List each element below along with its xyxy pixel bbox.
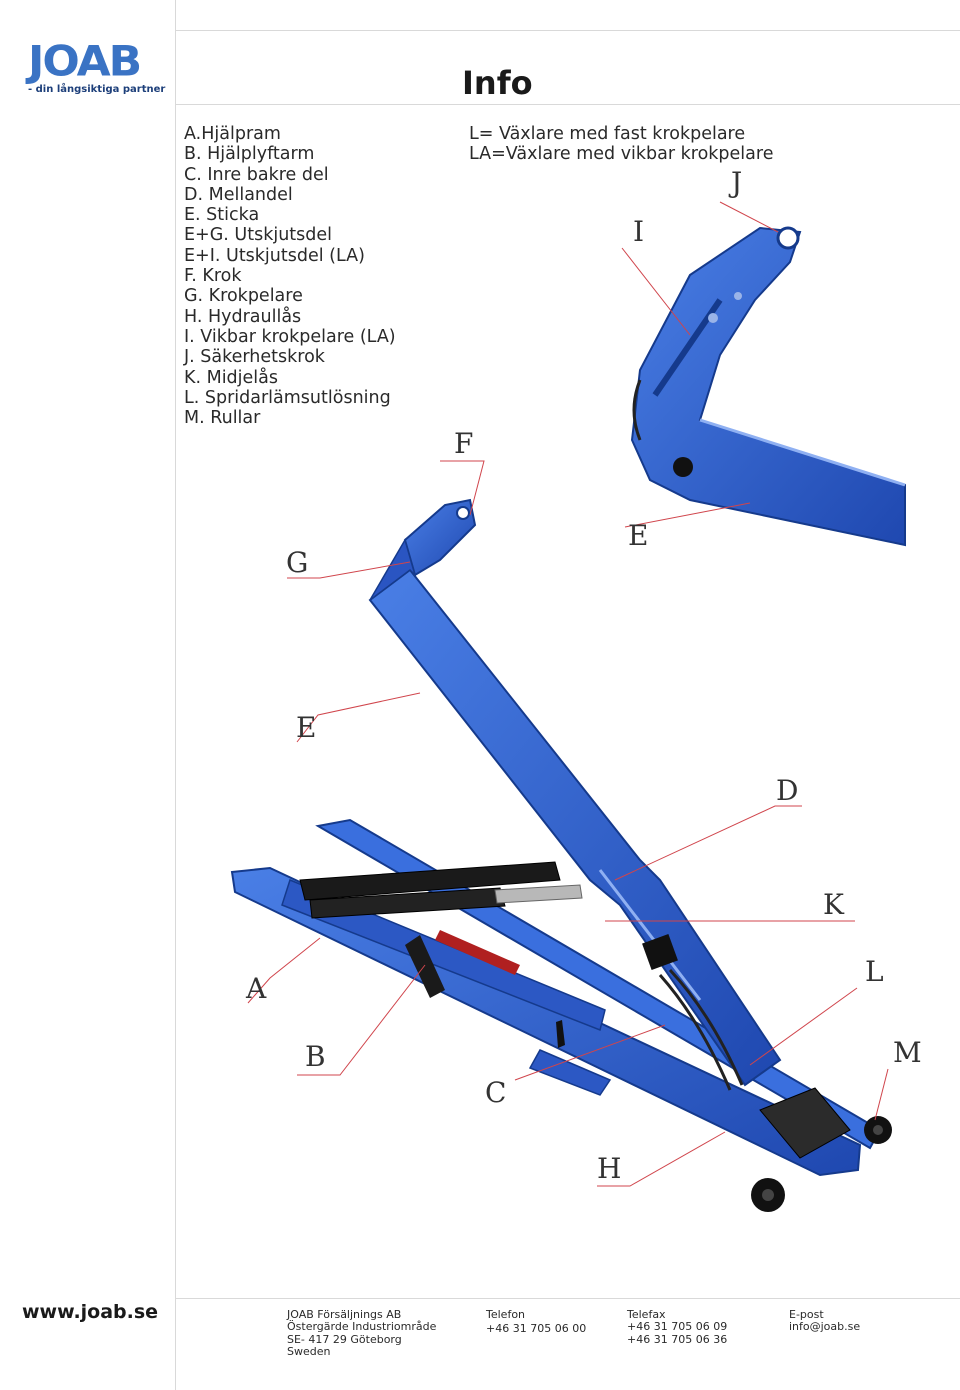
fax-number: +46 31 705 06 36 [627, 1332, 728, 1346]
hooklift-illustration [230, 498, 892, 1212]
address-line: SE- 417 29 Göteborg [287, 1332, 402, 1346]
legend-item: M. Rullar [184, 408, 261, 429]
parts-legend: A.Hjälpram B. Hjälplyftarm C. Inre bakre… [184, 124, 396, 428]
joab-logo[interactable]: JOAB - din långsiktiga partner [28, 37, 166, 95]
legend-item: E+I. Utskjutsdel (LA) [184, 245, 365, 266]
footer-fax: Telefax +46 31 705 06 09 +46 31 705 06 3… [627, 1308, 728, 1346]
fax-label: Telefax [627, 1308, 666, 1321]
website-link[interactable]: www.joab.se [22, 1301, 159, 1323]
legend-item: G. Krokpelare [184, 286, 303, 307]
callout-k: K [823, 888, 845, 921]
footer-rule [175, 1298, 960, 1299]
callout-j: J [728, 166, 742, 199]
address-line: Sweden [287, 1344, 331, 1358]
folding-hook-arm-illustration [630, 226, 906, 547]
phone-label: Telefon [486, 1308, 526, 1321]
callout-c: C [485, 1076, 506, 1109]
footer-address: JOAB Försäljnings AB Östergärde Industri… [287, 1308, 437, 1358]
legend-item: H. Hydraullås [184, 306, 302, 327]
page-title: Info [462, 64, 533, 102]
legend-item: I. Vikbar krokpelare (LA) [184, 326, 396, 347]
footer-phone: Telefon +46 31 705 06 00 [486, 1308, 587, 1336]
model-notes: L= Växlare med fast krokpelare LA=Växlar… [469, 124, 773, 165]
callout-m: M [893, 1036, 922, 1069]
callout-l: L [865, 955, 884, 988]
legend-item: E. Sticka [184, 205, 260, 226]
legend-item: C. Inre bakre del [184, 164, 329, 185]
callout-i: I [633, 215, 644, 248]
legend-item: B. Hjälplyftarm [184, 144, 315, 165]
legend-item: A.Hjälpram [184, 124, 281, 144]
note-line: LA=Växlare med vikbar krokpelare [469, 144, 774, 165]
fax-number: +46 31 705 06 09 [627, 1320, 728, 1334]
logo-tagline: - din långsiktiga partner [28, 84, 166, 95]
callout-g: G [286, 546, 308, 579]
legend-item: D. Mellandel [184, 184, 293, 205]
callout-e-upper: E [628, 519, 648, 552]
legend-item: L. Spridarlämsutlösning [184, 387, 391, 408]
legend-item: F. Krok [184, 266, 242, 287]
address-line: JOAB Försäljnings AB [287, 1308, 402, 1321]
email-label: E-post [789, 1308, 824, 1321]
callout-d: D [776, 774, 798, 807]
note-line: L= Växlare med fast krokpelare [469, 124, 746, 144]
email-address[interactable]: info@joab.se [789, 1320, 861, 1334]
legend-item: K. Midjelås [184, 367, 279, 388]
callout-b: B [305, 1040, 326, 1073]
top-rule [175, 30, 960, 31]
footer-email: E-post info@joab.se [789, 1308, 861, 1334]
callout-h: H [597, 1152, 621, 1185]
left-margin-rule [175, 0, 176, 1390]
address-line: Östergärde Industriområde [287, 1320, 437, 1334]
callout-f: F [454, 427, 473, 460]
legend-item: E+G. Utskjutsdel [184, 225, 332, 246]
callout-a: A [245, 972, 267, 1005]
callout-leaders [247, 201, 889, 1187]
legend-item: J. Säkerhetskrok [184, 347, 325, 368]
phone-number[interactable]: +46 31 705 06 00 [486, 1322, 587, 1336]
header-rule [175, 104, 960, 105]
callout-e-lower: E [296, 711, 316, 744]
logo-wordmark: JOAB [28, 37, 142, 86]
